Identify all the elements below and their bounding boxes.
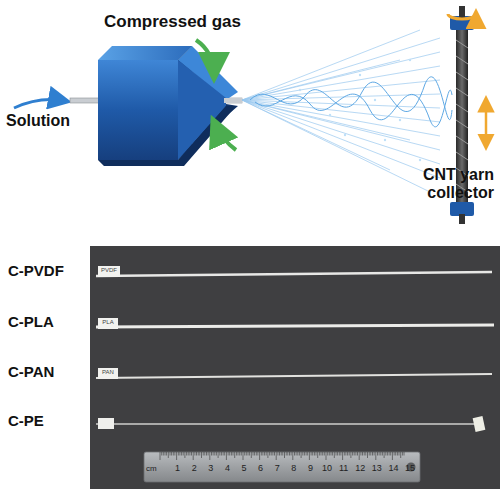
ruler-number: 12 [353, 463, 367, 473]
ruler-number: 14 [386, 463, 400, 473]
steel-ruler [144, 452, 420, 482]
ruler-number: 10 [320, 463, 334, 473]
ruler-number: 11 [337, 463, 351, 473]
gas-arrow [196, 40, 214, 76]
spray-wave [250, 77, 452, 127]
sample-label: C-PAN [8, 363, 88, 380]
sample-label: C-PVDF [8, 262, 88, 279]
spray-jet [242, 30, 440, 192]
traverse-arrow [485, 100, 488, 146]
ruler-number: 4 [220, 463, 234, 473]
ruler-number: 2 [187, 463, 201, 473]
ruler-number: 8 [287, 463, 301, 473]
yarn-tag: PAN [98, 369, 118, 376]
sample-label: C-PLA [8, 313, 88, 330]
ruler-number: 6 [254, 463, 268, 473]
solution-label: Solution [6, 112, 96, 130]
ruler-number: 13 [370, 463, 384, 473]
ruler-number: 5 [237, 463, 251, 473]
sample-label: C-PE [8, 412, 88, 429]
yarn-photo [90, 246, 500, 489]
collector-label: CNT yarn collector [390, 166, 494, 203]
ruler-unit: cm [146, 464, 160, 473]
ruler-number: 3 [204, 463, 218, 473]
ruler-number: 9 [303, 463, 317, 473]
ruler-number: 7 [270, 463, 284, 473]
ruler-number: 1 [171, 463, 185, 473]
solution-arrow [14, 100, 66, 108]
spray-droplets [299, 59, 421, 161]
rotation-arrow [448, 14, 476, 19]
needle-tip [224, 98, 242, 103]
gas-label: Compressed gas [104, 12, 274, 32]
ruler-number: 15 [403, 463, 417, 473]
nozzle-body [98, 46, 238, 166]
yarn-tag: PVDF [98, 267, 120, 274]
yarn-tag: PLA [98, 319, 118, 326]
gas-arrow [214, 122, 236, 150]
